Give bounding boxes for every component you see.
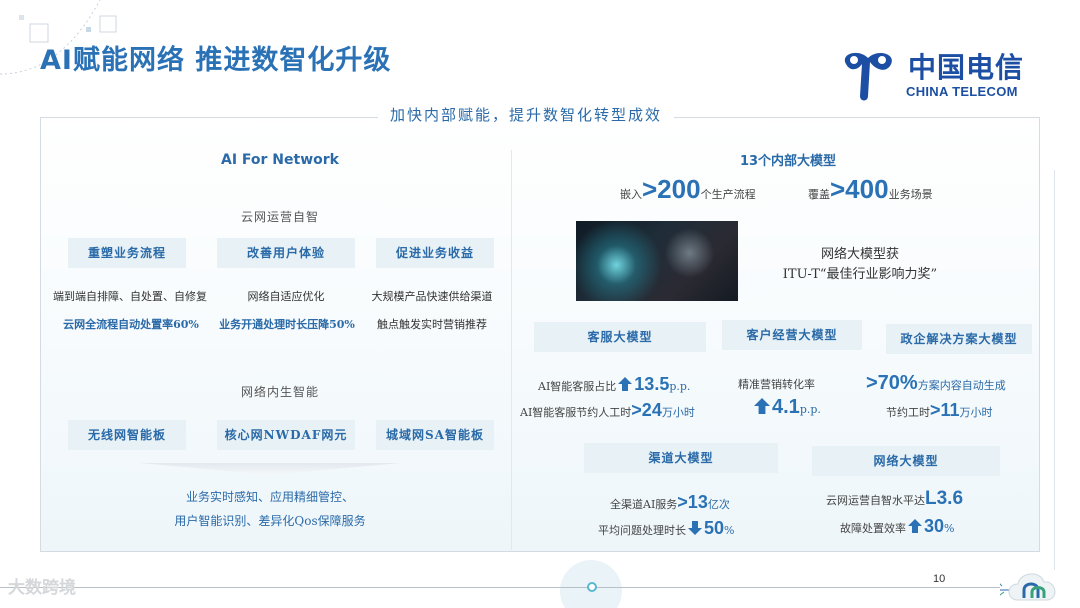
network-model-image (576, 221, 738, 301)
ch-model-line2: 平均问题处理时长 50% (598, 518, 734, 539)
left-section-title: AI For Network (221, 152, 339, 168)
section-subtitle: 加快内部赋能，提升数智化转型成效 (378, 104, 675, 125)
group1-line1-col1: 端到端自排障、自处置、自修复 (53, 290, 207, 303)
china-telecom-logo: 中国电信 CHINA TELECOM (838, 44, 1038, 104)
chip-improve-experience: 改善用户体验 (217, 238, 355, 268)
ge-model-line1-text: 方案内容自动生成 (917, 379, 1006, 392)
side-decoration-line (1054, 170, 1055, 570)
ch-model-line1-unit: 亿次 (707, 498, 730, 511)
cs-model-line2-value: >24 (631, 400, 662, 420)
cs-model-line1-text: AI智能客服占比 (538, 380, 617, 393)
corner-decoration (0, 0, 117, 75)
ge-model-line1-value: >70% (866, 372, 918, 394)
ch-model-line2-value: 50 (704, 518, 725, 538)
award-line2: ITU-T“最佳行业影响力奖” (782, 267, 938, 282)
stat-embed-suffix: 个生产流程 (700, 188, 756, 201)
ge-model-line2-text: 节约工时 (886, 406, 930, 419)
page-title: AI赋能网络 推进数智化升级 (40, 45, 392, 76)
arrow-up-icon (618, 377, 633, 391)
ch-model-line2-unit: % (724, 524, 735, 537)
chip-customer-service-model: 客服大模型 (534, 322, 706, 352)
chip-reshape-process: 重塑业务流程 (68, 238, 186, 268)
column-divider (511, 150, 512, 550)
arrow-up-icon (908, 519, 922, 533)
arrow-down-icon (688, 521, 702, 535)
cs-model-line2-unit: 万小时 (661, 406, 695, 419)
group1-label: 云网运营自智 (240, 210, 319, 224)
stat-cover-suffix: 业务场景 (888, 188, 933, 201)
stat-cover: 覆盖>400业务场景 (808, 174, 933, 205)
ch-model-line1: 全渠道AI服务>13亿次 (610, 492, 730, 513)
cs-model-line1: AI智能客服占比 13.5p.p. (538, 374, 690, 395)
footer-decor-dot (587, 582, 597, 592)
co-model-line2-unit: p.p. (799, 403, 821, 416)
award-text: 网络大模型获 ITU-T“最佳行业影响力奖” (760, 245, 960, 285)
nw-model-line2-value: 30 (924, 516, 945, 536)
logo-text-en: CHINA TELECOM (906, 84, 1018, 99)
chip-promote-revenue: 促进业务收益 (376, 238, 494, 268)
watermark: 大数跨境 (8, 578, 76, 598)
nw-model-line1-text: 云网运营自智水平达 (826, 494, 925, 507)
cs-model-line2-text: AI智能客服节约人工时 (520, 406, 632, 419)
group1-line2-col3: 触点触发实时营销推荐 (377, 318, 487, 331)
cs-model-line2: AI智能客服节约人工时>24万小时 (520, 400, 695, 421)
stat-cover-value: >400 (830, 174, 889, 204)
ge-model-line2: 节约工时>11万小时 (886, 400, 993, 421)
chip-network-model: 网络大模型 (812, 446, 1000, 476)
cs-model-line1-value: 13.5 (634, 374, 670, 394)
chip-wireless-board: 无线网智能板 (68, 420, 186, 450)
right-section-title: 13个内部大模型 (739, 154, 837, 169)
nw-model-line2-unit: % (944, 522, 955, 535)
chip-channel-model: 渠道大模型 (584, 443, 778, 473)
co-model-line2: 4.1p.p. (752, 396, 821, 419)
group1-line2-col1: 云网全流程自动处置率60% (63, 318, 199, 331)
cs-model-line1-unit: p.p. (669, 380, 691, 393)
group2-result-line2: 用户智能识别、差异化Qos保障服务 (174, 514, 366, 528)
ge-model-line2-value: >11 (930, 400, 960, 420)
cloud-circuit-icon (1000, 573, 1056, 601)
nw-model-line2-text: 故障处置效率 (840, 522, 906, 535)
ch-model-line2-text: 平均问题处理时长 (598, 524, 686, 537)
ge-model-line1: >70%方案内容自动生成 (866, 372, 1006, 395)
chip-gov-enterprise-model: 政企解决方案大模型 (886, 324, 1032, 354)
group2-result-line1: 业务实时感知、应用精细管控、 (185, 490, 354, 504)
ch-model-line1-text: 全渠道AI服务 (610, 498, 678, 511)
stat-embed: 嵌入>200个生产流程 (620, 174, 756, 205)
group1-line1-col2: 网络自适应优化 (247, 290, 325, 303)
group1-line1-col3: 大规模产品快速供给渠道 (371, 290, 493, 303)
stat-embed-prefix: 嵌入 (620, 188, 642, 201)
chip-metro-sa-board: 城域网SA智能板 (376, 420, 494, 450)
stat-cover-prefix: 覆盖 (808, 188, 830, 201)
logo-text-cn: 中国电信 (908, 51, 1025, 84)
nw-model-line2: 故障处置效率 30% (840, 516, 954, 537)
chip-customer-operation-model: 客户经营大模型 (722, 320, 862, 350)
chip-core-nwdaf: 核心网NWDAF网元 (217, 420, 355, 450)
nw-model-line1-value: L3.6 (925, 488, 964, 509)
co-model-line1: 精准营销转化率 (738, 376, 815, 392)
group1-line2-col2: 业务开通处理时长压降50% (219, 318, 355, 331)
china-telecom-logo-icon (844, 52, 892, 101)
ge-model-line2-unit: 万小时 (959, 406, 993, 419)
stat-embed-value: >200 (642, 174, 701, 204)
ch-model-line1-value: >13 (677, 492, 708, 512)
group2-label: 网络内生智能 (240, 385, 319, 399)
arrow-up-icon (754, 398, 770, 414)
footer-line (0, 587, 1000, 588)
award-line1: 网络大模型获 (820, 247, 899, 262)
co-model-line2-value: 4.1 (772, 396, 800, 418)
co-model-line1-text: 精准营销转化率 (738, 378, 815, 391)
nw-model-line1: 云网运营自智水平达L3.6 (826, 488, 963, 510)
page-number: 10 (933, 573, 946, 585)
